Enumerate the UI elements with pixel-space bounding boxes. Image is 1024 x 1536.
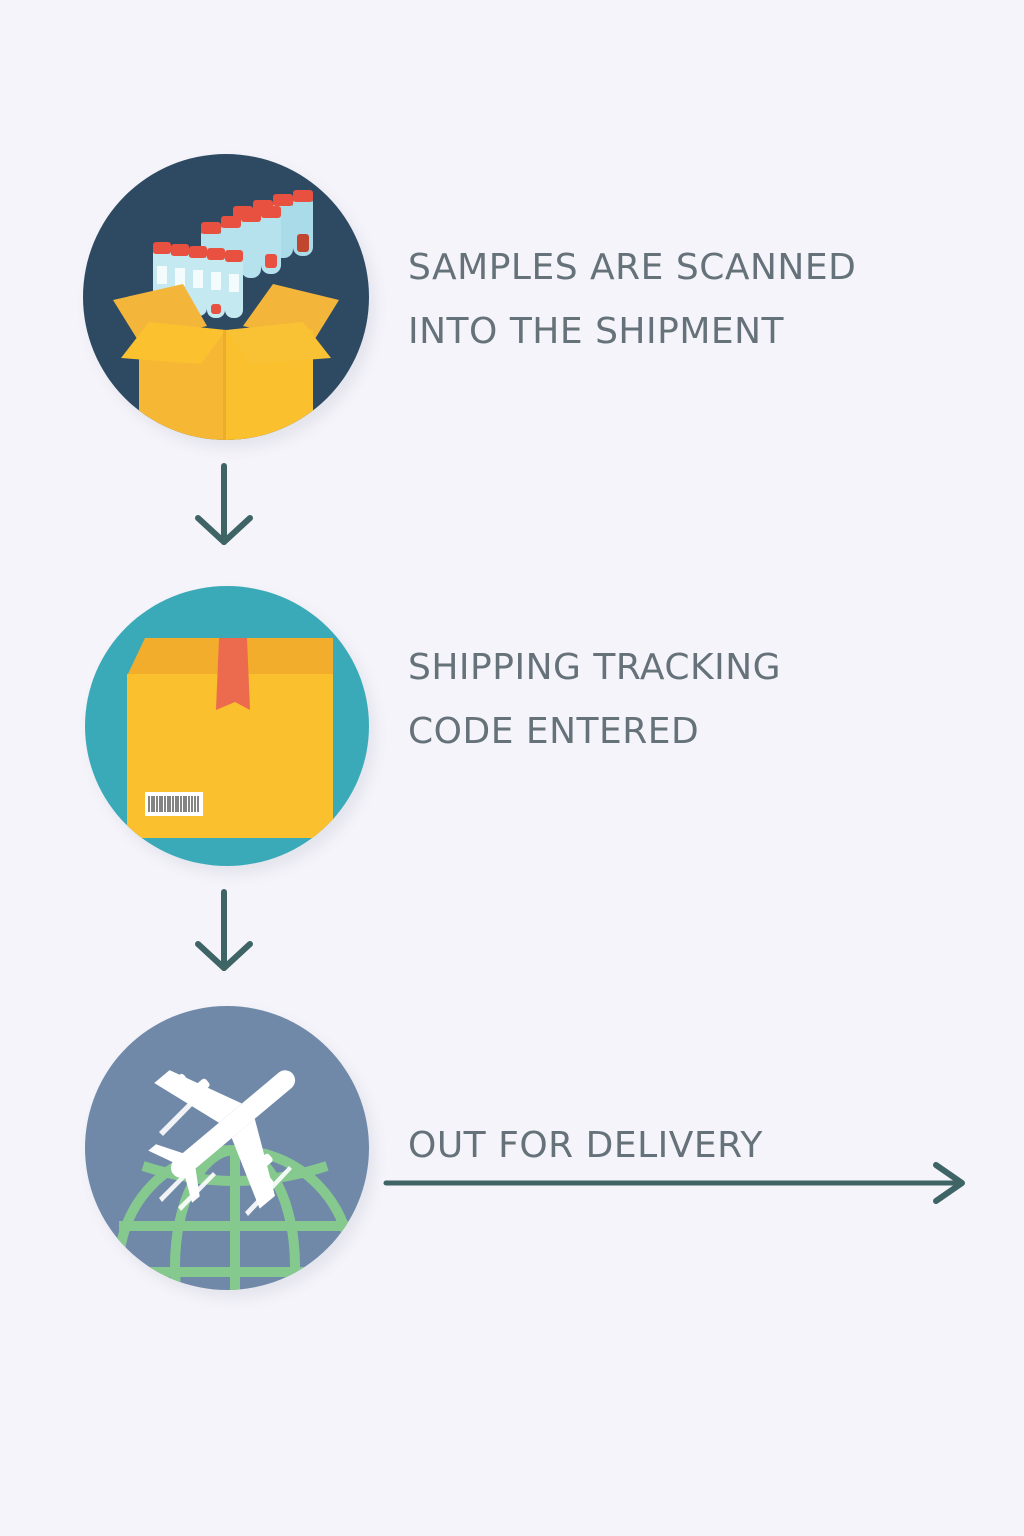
step-2-label: SHIPPING TRACKING CODE ENTERED (408, 636, 781, 764)
airplane-over-globe-icon (85, 1006, 369, 1290)
arrow-down-icon (195, 463, 253, 545)
airplane-icon (148, 1070, 296, 1216)
step-1-label: SAMPLES ARE SCANNED INTO THE SHIPMENT (408, 236, 856, 364)
step-2-label-line-1: SHIPPING TRACKING (408, 647, 782, 688)
step-2-icon-circle (85, 586, 369, 866)
step-3-label: OUT FOR DELIVERY (408, 1114, 763, 1178)
step-2-label-line-2: CODE ENTERED (408, 711, 700, 752)
step-3-icon-circle (85, 1006, 369, 1290)
open-box-icon (113, 284, 339, 440)
barcode-icon (148, 796, 199, 812)
step-1-label-line-2: INTO THE SHIPMENT (408, 311, 785, 352)
step-1-icon-circle (83, 154, 369, 440)
package-box-icon (127, 638, 333, 838)
step-1-label-line-1: SAMPLES ARE SCANNED (408, 247, 857, 288)
open-box-with-sample-tubes-icon (83, 154, 369, 440)
step-3-label-line-1: OUT FOR DELIVERY (408, 1125, 763, 1166)
arrow-down-icon (195, 889, 253, 971)
sealed-package-with-barcode-icon (85, 586, 369, 866)
arrow-right-icon (383, 1162, 965, 1204)
